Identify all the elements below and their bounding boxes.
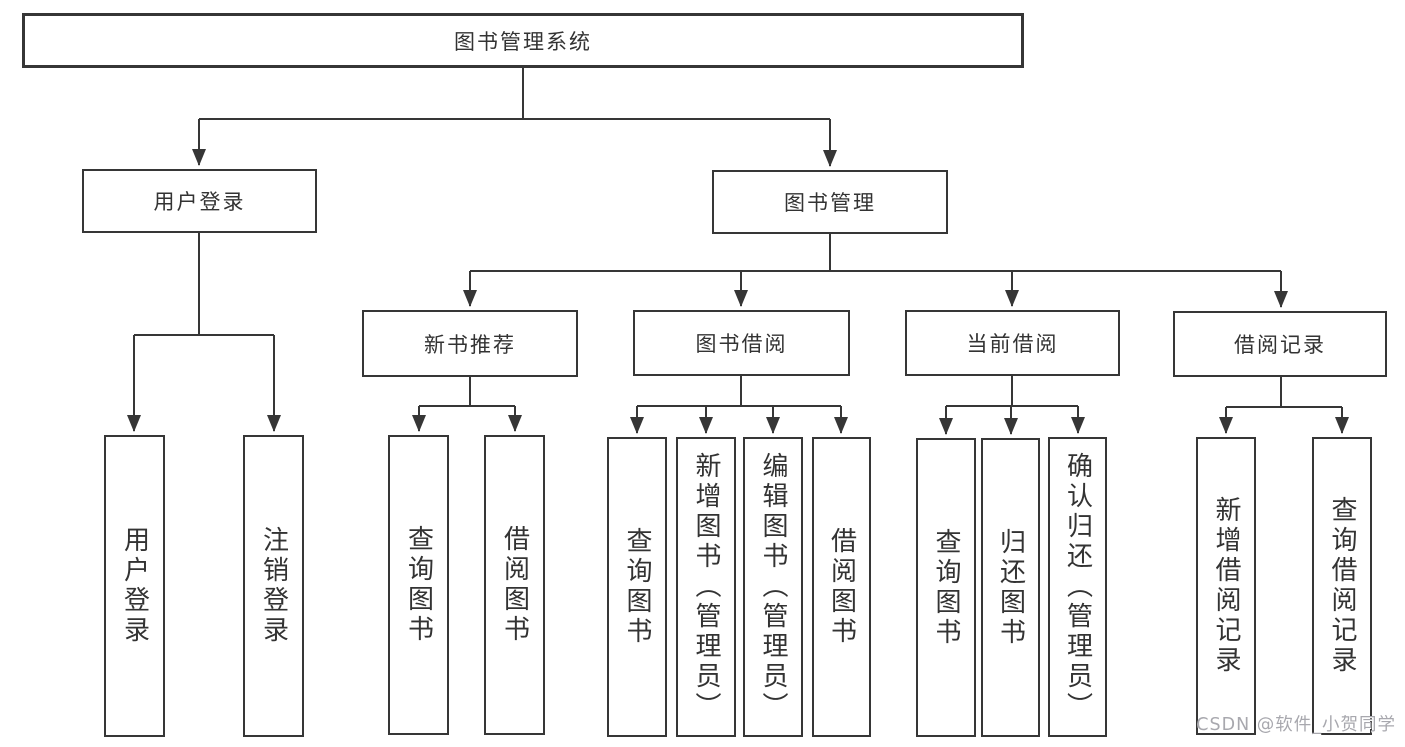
leaf-user-login-label: 用户登录	[119, 526, 150, 646]
node-book-management: 图书管理	[712, 170, 948, 234]
node-book-borrowing-label: 图书借阅	[695, 332, 788, 356]
leaf-current-confirm-return-admin-label: 确认归还（管理员）	[1062, 452, 1093, 722]
leaf-borrowing-query-books-label: 查询图书	[622, 527, 652, 647]
leaf-current-query-books: 查询图书	[916, 438, 976, 737]
leaf-current-return-books-label: 归还图书	[995, 527, 1026, 648]
leaf-records-query-record: 查询借阅记录	[1312, 437, 1372, 735]
node-root-label: 图书管理系统	[454, 29, 592, 54]
node-root: 图书管理系统	[22, 13, 1024, 68]
node-book-management-label: 图书管理	[784, 191, 876, 215]
leaf-current-confirm-return-admin: 确认归还（管理员）	[1048, 437, 1107, 737]
leaf-newbook-query-books-label: 查询图书	[403, 525, 434, 645]
node-new-book-recommend-label: 新书推荐	[424, 332, 516, 357]
leaf-logout: 注销登录	[243, 435, 304, 737]
leaf-borrowing-add-books-admin: 新增图书（管理员）	[676, 437, 736, 737]
node-current-borrowing-label: 当前借阅	[966, 332, 1059, 356]
leaf-records-add-record: 新增借阅记录	[1196, 437, 1256, 735]
node-borrow-records-label: 借阅记录	[1234, 333, 1326, 357]
csdn-watermark: CSDN @软件_小贺同学	[1196, 715, 1396, 735]
node-current-borrowing: 当前借阅	[905, 310, 1120, 376]
leaf-borrowing-borrow-books: 借阅图书	[812, 437, 871, 737]
leaf-newbook-query-books: 查询图书	[388, 435, 449, 735]
node-book-borrowing: 图书借阅	[633, 310, 850, 376]
leaf-borrowing-add-books-admin-label: 新增图书（管理员）	[691, 452, 721, 722]
leaf-current-return-books: 归还图书	[981, 438, 1040, 737]
leaf-newbook-borrow-books-label: 借阅图书	[499, 525, 530, 645]
leaf-borrowing-edit-books-admin-label: 编辑图书（管理员）	[758, 452, 788, 722]
leaf-records-add-record-label: 新增借阅记录	[1211, 496, 1241, 676]
leaf-borrowing-edit-books-admin: 编辑图书（管理员）	[743, 437, 803, 737]
leaf-logout-label: 注销登录	[258, 526, 289, 646]
node-borrow-records: 借阅记录	[1173, 311, 1387, 377]
node-user-login: 用户登录	[82, 169, 317, 233]
leaf-records-query-record-label: 查询借阅记录	[1327, 496, 1357, 676]
leaf-current-query-books-label: 查询图书	[931, 527, 961, 648]
node-new-book-recommend: 新书推荐	[362, 310, 578, 377]
leaf-user-login: 用户登录	[104, 435, 165, 737]
node-user-login-label: 用户登录	[153, 190, 246, 214]
leaf-newbook-borrow-books: 借阅图书	[484, 435, 545, 735]
leaf-borrowing-borrow-books-label: 借阅图书	[826, 527, 857, 647]
leaf-borrowing-query-books: 查询图书	[607, 437, 667, 737]
